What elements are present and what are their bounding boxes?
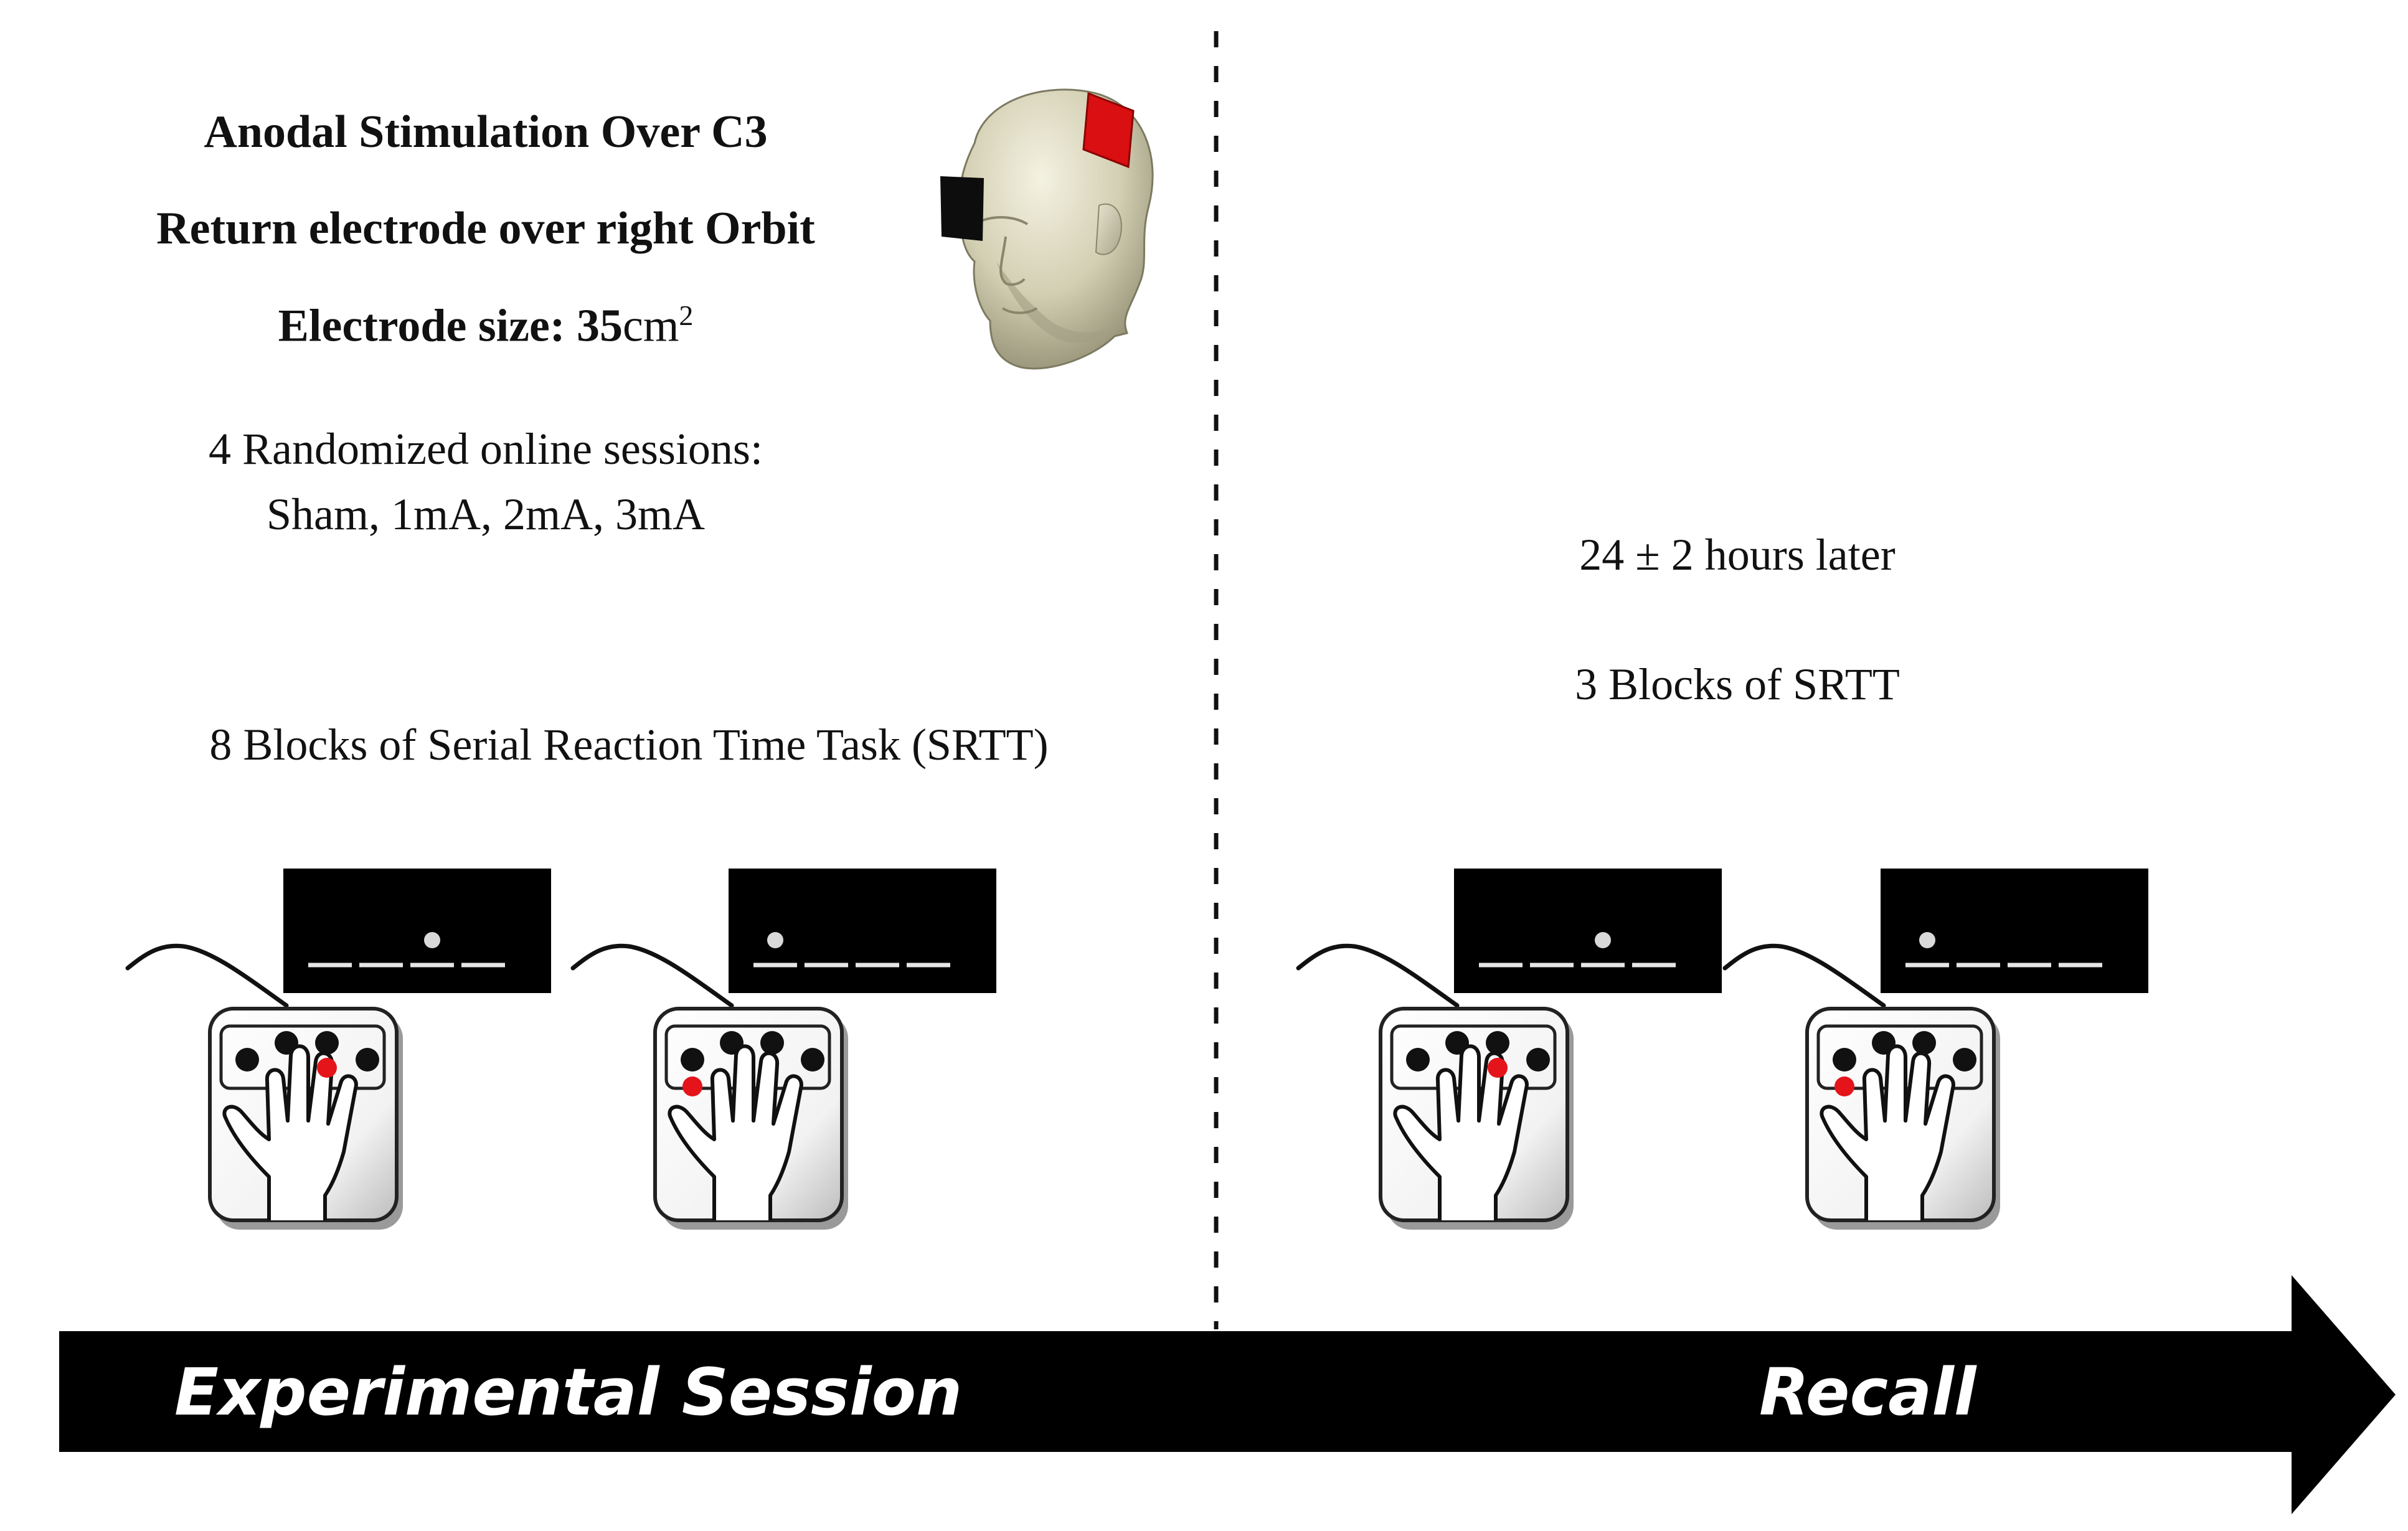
head-model-icon	[940, 88, 1154, 370]
response-key	[1406, 1048, 1430, 1072]
pressed-key	[317, 1058, 337, 1078]
return-electrode-label: Return electrode over right Orbit	[156, 203, 815, 254]
recall-label: Recall	[1759, 1354, 1976, 1430]
stimulation-title: Anodal Stimulation Over C3	[204, 106, 768, 158]
pressed-key	[1488, 1058, 1508, 1078]
timeline-arrow	[59, 1275, 2396, 1514]
response-box	[208, 1007, 403, 1230]
mouth	[1001, 307, 1038, 314]
electrode-size-label: Electrode size: 35cm2	[93, 299, 878, 353]
electrode-size-unit: cm	[623, 300, 679, 352]
response-box	[1805, 1007, 2000, 1230]
hand-icon	[222, 1044, 358, 1220]
face-shadow	[996, 261, 1118, 343]
experimental-session-label: Experimental Session	[174, 1354, 963, 1430]
recall-delay-label: 24 ± 2 hours later	[1579, 530, 1896, 580]
cable	[1296, 943, 1460, 1008]
sessions-description: 4 Randomized online sessions:	[209, 424, 763, 474]
hand-icon	[1393, 1044, 1529, 1220]
stimulus-screen	[1454, 869, 1722, 993]
electrode-size-value: 35	[577, 300, 623, 352]
head-shape	[959, 88, 1154, 370]
stimulus-screen	[729, 869, 996, 993]
stimulus-screen	[283, 869, 551, 993]
electrode-size-exponent: 2	[679, 299, 694, 331]
response-key	[1486, 1031, 1509, 1055]
pressed-key	[1834, 1076, 1854, 1096]
srtt-station	[1295, 862, 1731, 1236]
sessions-conditions: Sham, 1mA, 2mA, 3mA	[266, 489, 705, 539]
response-key	[760, 1031, 784, 1055]
ear	[1095, 203, 1122, 255]
response-key	[1953, 1048, 1976, 1072]
return-electrode	[940, 176, 984, 241]
response-box	[1379, 1007, 1574, 1230]
response-key	[356, 1048, 379, 1072]
response-key	[681, 1048, 704, 1072]
response-box	[653, 1007, 848, 1230]
electrode-size-prefix: Electrode size:	[278, 300, 577, 352]
stimulus-screen	[1881, 869, 2148, 993]
stimulus-dot	[1595, 932, 1611, 948]
experimental-task-label: 8 Blocks of Serial Reaction Time Task (S…	[209, 720, 1049, 770]
hand-icon	[668, 1044, 803, 1220]
stimulus-dot	[1919, 932, 1935, 948]
nose	[999, 236, 1026, 286]
srtt-station	[125, 862, 560, 1236]
srtt-station	[1722, 862, 2158, 1236]
response-key	[1912, 1031, 1936, 1055]
response-key	[1833, 1048, 1856, 1072]
response-key	[801, 1048, 824, 1072]
srtt-station	[570, 862, 1006, 1236]
stimulus-dot	[767, 932, 783, 948]
pressed-key	[682, 1076, 702, 1096]
cable	[570, 943, 734, 1008]
cable	[125, 943, 289, 1008]
response-key	[315, 1031, 339, 1055]
cable	[1722, 943, 1886, 1008]
stimulus-dot	[424, 932, 440, 948]
recall-task-label: 3 Blocks of SRTT	[1575, 659, 1900, 709]
anode-electrode	[1082, 92, 1135, 169]
hand-icon	[1820, 1044, 1955, 1220]
response-key	[235, 1048, 259, 1072]
brow	[980, 216, 1029, 225]
response-key	[1526, 1048, 1550, 1072]
